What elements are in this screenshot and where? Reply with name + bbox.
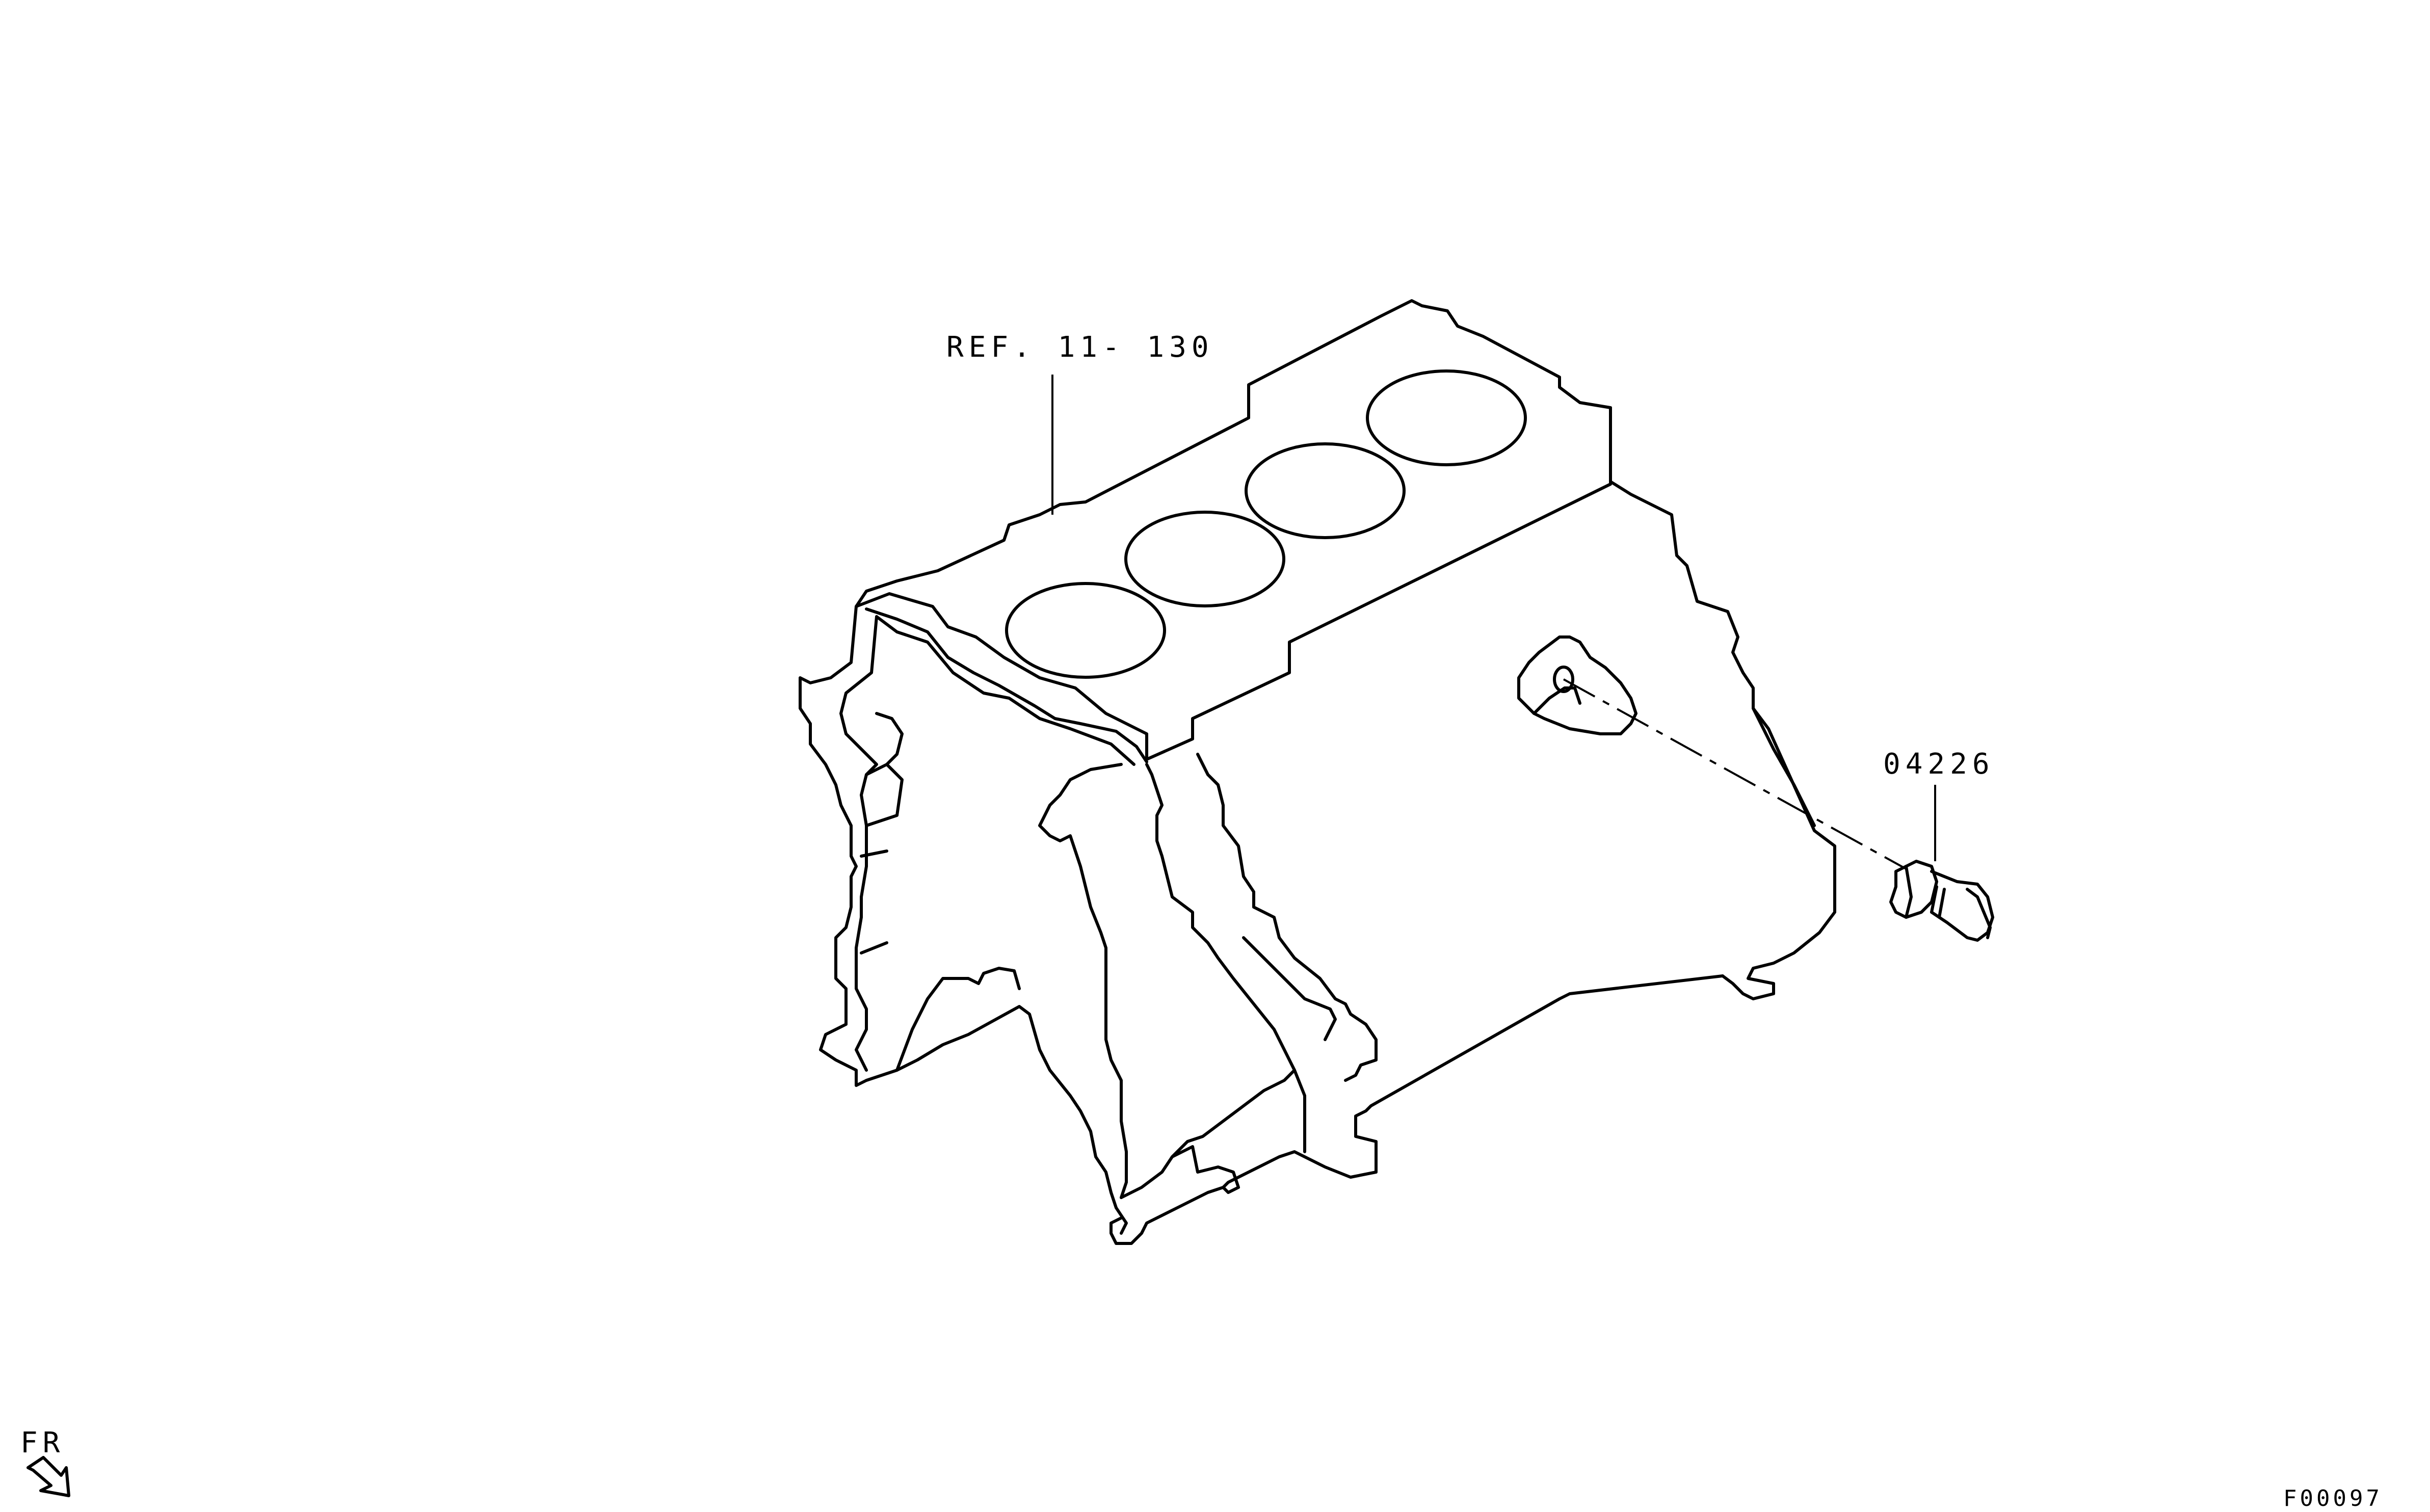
front-cavity-arch <box>895 967 1021 1072</box>
cylinder-bore-2 <box>1124 511 1285 607</box>
part-number-label[interactable]: 04226 <box>1883 748 1995 781</box>
side-scallop <box>1752 707 1816 827</box>
sensor-hole <box>1553 666 1574 693</box>
cylinder-bore-3 <box>1245 442 1406 539</box>
bearing-pillar-inner <box>1120 1069 1296 1199</box>
cylinder-bore-1 <box>1005 582 1166 679</box>
engine-block[interactable] <box>799 299 1836 1245</box>
deck-ledge-lower <box>875 615 1135 766</box>
install-axis-line <box>1563 678 1907 870</box>
block-deck-outline <box>855 299 1612 761</box>
orientation-label: FR <box>20 1426 65 1460</box>
front-lower-cavity <box>865 1005 1128 1235</box>
front-rib-4 <box>860 941 888 954</box>
block-right-side <box>1609 406 1836 1000</box>
block-front-face <box>799 605 868 1087</box>
sensor-part[interactable] <box>1563 678 1994 942</box>
sensor-boss <box>1517 635 1637 735</box>
rear-rib <box>1196 753 1378 1082</box>
sensor-connector <box>1966 888 1992 939</box>
deck-ledge <box>865 607 1148 763</box>
orientation-indicator: FR <box>20 1426 70 1497</box>
front-rib-3 <box>860 850 888 858</box>
figure-code: F00097 <box>2283 1486 2383 1511</box>
front-rib-2 <box>865 763 904 827</box>
bearing-pillar-left <box>1038 763 1128 1199</box>
front-arrow-icon <box>27 1456 70 1497</box>
cylinder-bore-4 <box>1366 369 1527 466</box>
bearing-pillar-right <box>1145 763 1306 1153</box>
sensor-hex-nut <box>1889 860 1938 919</box>
sensor-hex-edge <box>1905 865 1913 919</box>
sensor-boss-face <box>1533 686 1581 715</box>
bearing-cap <box>1171 1145 1240 1194</box>
sensor-thread <box>1930 885 1946 919</box>
ref-label[interactable]: REF. 11- 130 <box>946 331 1214 364</box>
front-rib-1 <box>865 712 904 776</box>
block-bottom-rail <box>1110 974 1724 1245</box>
rear-rib-inner <box>1242 936 1337 1041</box>
